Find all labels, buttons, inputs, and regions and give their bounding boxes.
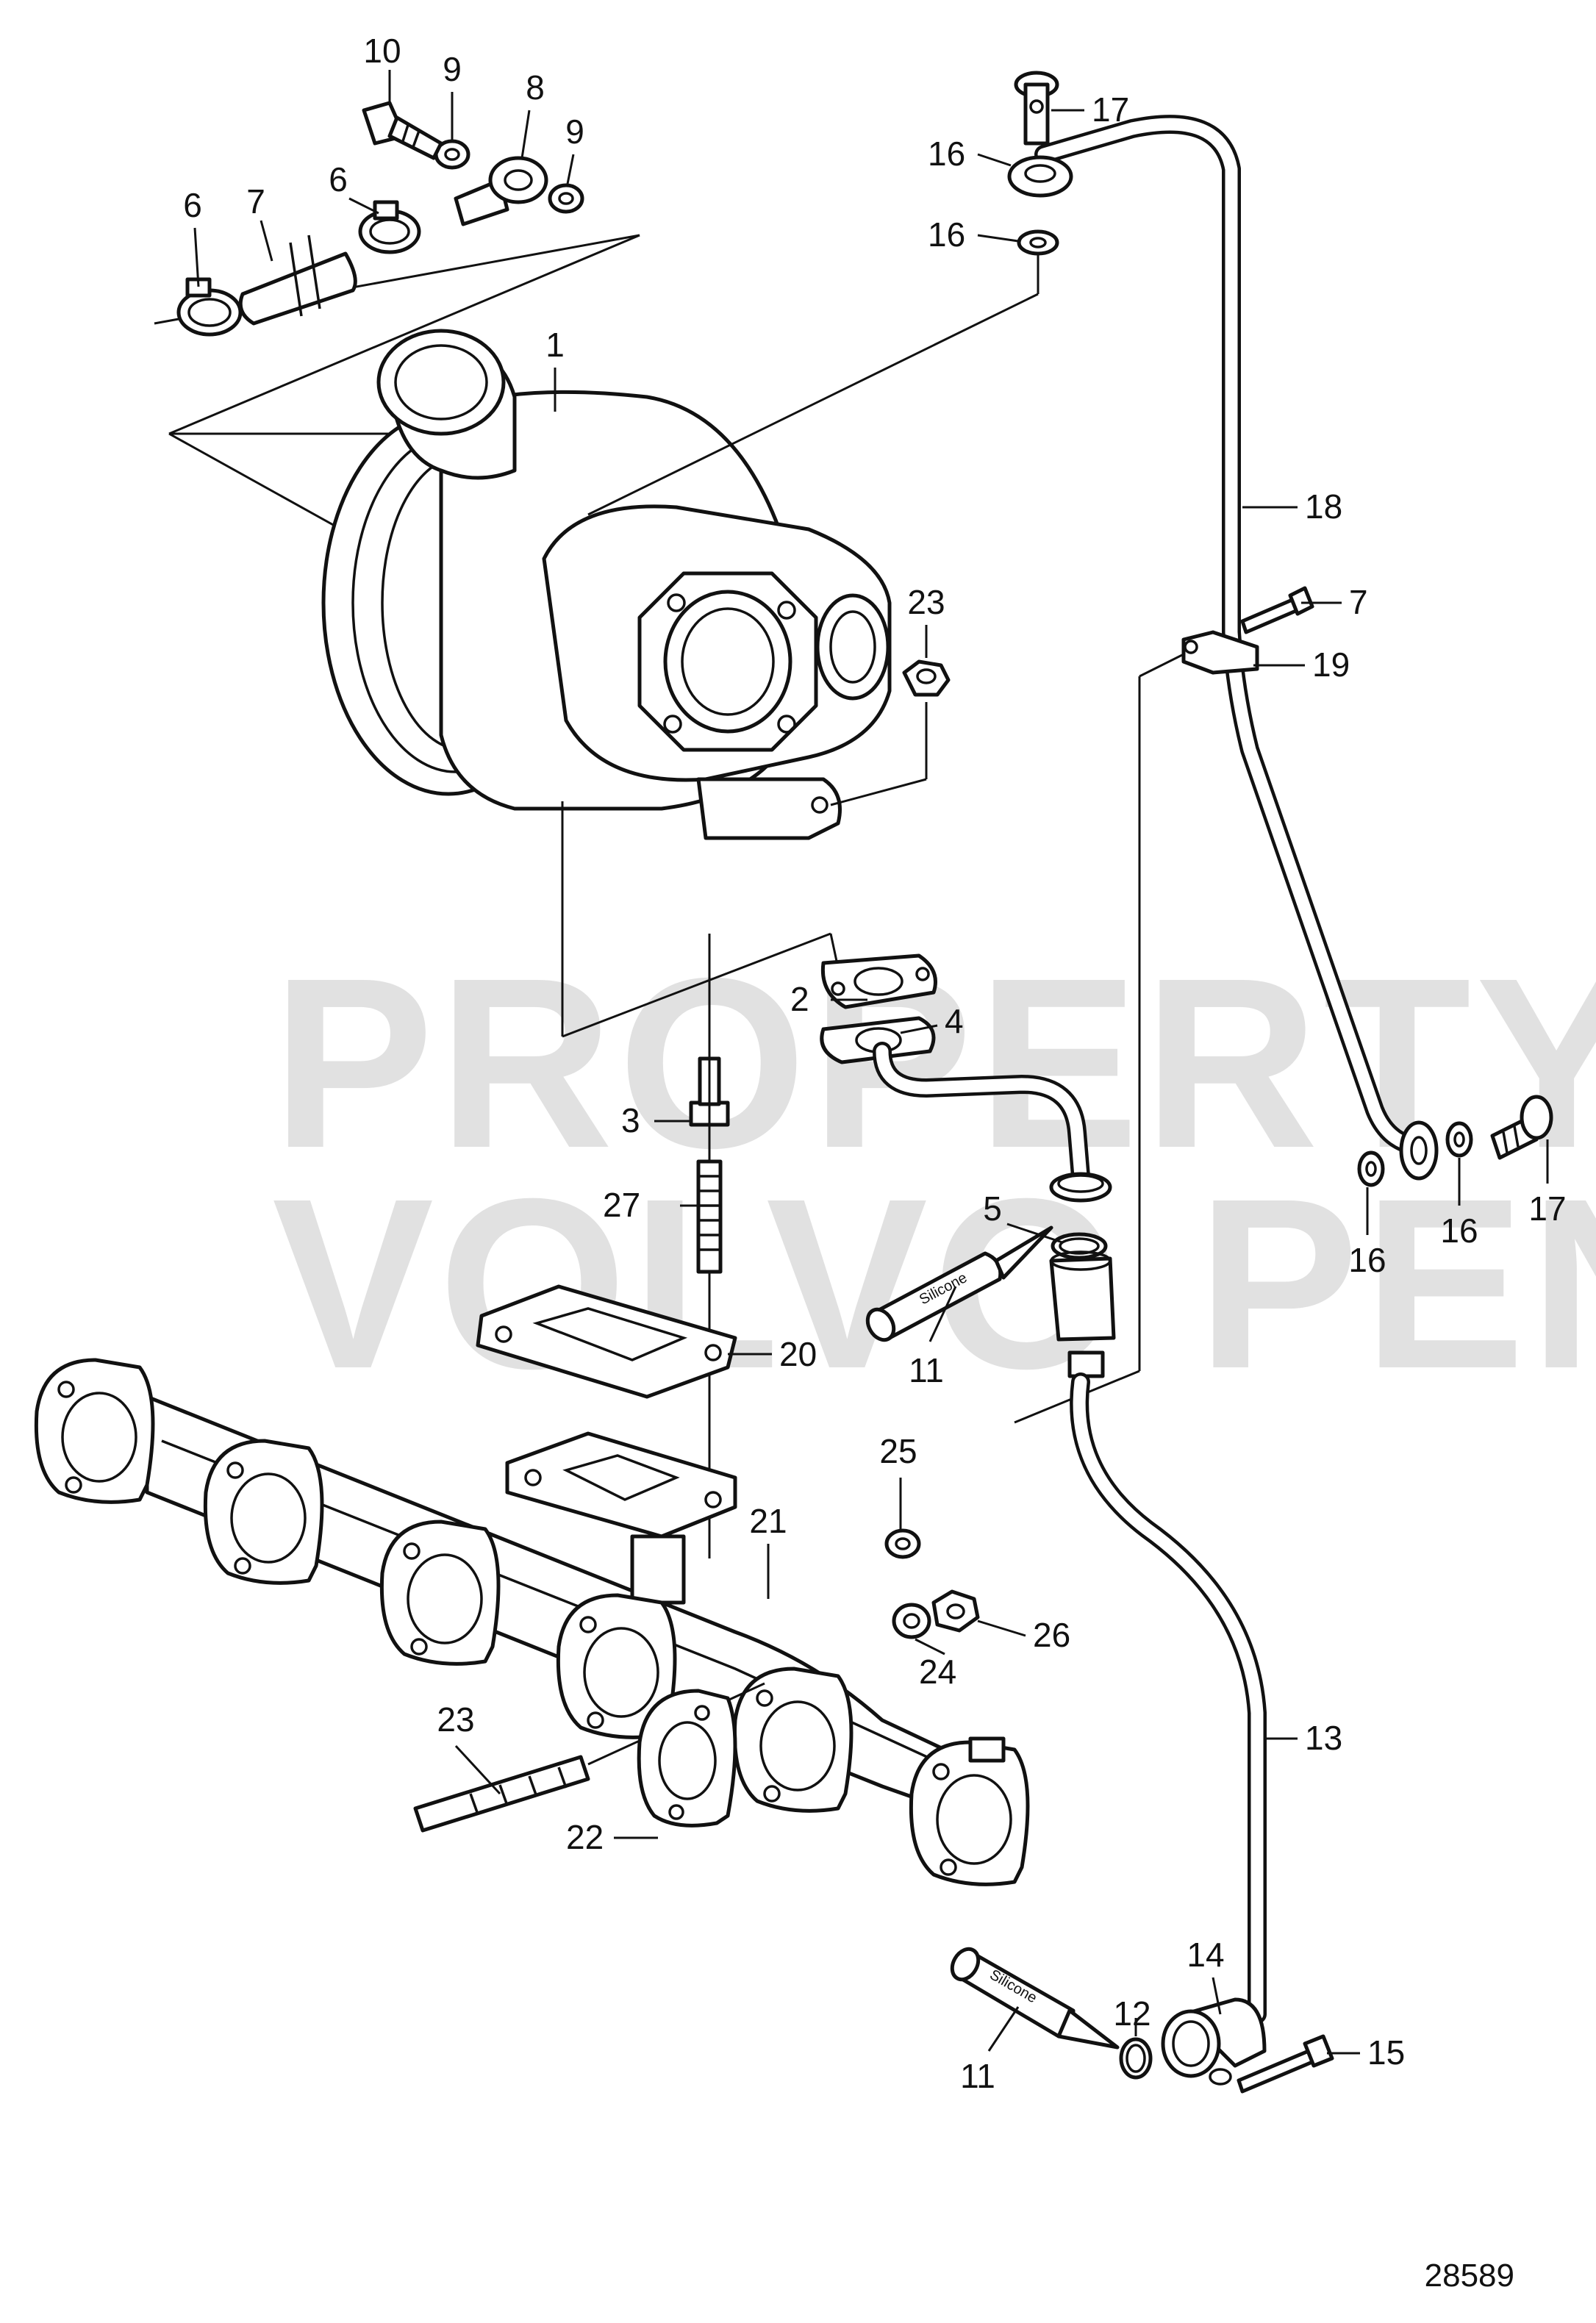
callout-1: 1 xyxy=(545,326,565,364)
banjo-bolt-17-bottom xyxy=(1490,1095,1553,1160)
callout-8: 8 xyxy=(526,68,545,107)
callout-15: 15 xyxy=(1367,2033,1405,2072)
figure-number: 28589 xyxy=(1425,2258,1514,2294)
washer-16-top xyxy=(1017,229,1059,256)
callout-labels: 10 9 8 9 7 6 6 1 17 16 16 18 7 19 23 2 4… xyxy=(183,32,1566,2095)
callout-17-a: 17 xyxy=(1092,90,1129,129)
bracket-line-hose xyxy=(168,234,640,435)
silicone-tube-11-lower: Silicone xyxy=(950,1947,1120,2050)
callout-23-a: 23 xyxy=(907,583,945,621)
callout-4: 4 xyxy=(945,1002,964,1040)
drain-pipe-4 xyxy=(820,1016,1112,1203)
callout-21: 21 xyxy=(749,1502,787,1540)
hose-7 xyxy=(238,235,357,326)
callout-9-b: 9 xyxy=(565,112,584,151)
gasket-20 xyxy=(476,1284,737,1399)
gasket-2 xyxy=(820,953,937,1009)
washer-16-bottom-left xyxy=(1357,1150,1385,1187)
stud-27 xyxy=(696,1159,723,1274)
gasket-22 xyxy=(637,1689,737,1828)
washer-25 xyxy=(884,1528,921,1559)
callout-9-a: 9 xyxy=(443,50,462,88)
callout-7-b: 7 xyxy=(1349,583,1368,621)
nut-23-upper xyxy=(830,659,951,806)
callout-24: 24 xyxy=(919,1653,956,1691)
washer-9-left xyxy=(434,139,470,170)
callout-18: 18 xyxy=(1305,487,1342,526)
leader-lines xyxy=(193,70,1549,2055)
manifold-port-flange-3 xyxy=(379,1520,501,1666)
watermark: PROPERTY OF VOLVO PENTA xyxy=(272,927,1596,1419)
hose-assembly xyxy=(154,101,640,435)
drain-hose-13 xyxy=(1049,1250,1267,2024)
banjo-fitting-16-top xyxy=(1007,155,1073,198)
manifold-port-flange-6 xyxy=(909,1736,1030,1886)
callout-11-a: 11 xyxy=(909,1351,944,1389)
stud-23-lower xyxy=(413,1755,590,1833)
silicone-tube-11-upper: Silicone xyxy=(865,1225,1053,1342)
banjo-bolt-17-top xyxy=(1014,71,1059,146)
washer-24 xyxy=(892,1603,931,1639)
callout-17-b: 17 xyxy=(1528,1189,1566,1228)
callout-16-c: 16 xyxy=(1348,1241,1386,1279)
callout-6-b: 6 xyxy=(329,160,348,198)
manifold-port-flange-5 xyxy=(732,1667,854,1813)
o-ring-12 xyxy=(1119,2037,1153,2080)
turbo-mounting-pad xyxy=(505,1431,737,1605)
banjo-bolt-10 xyxy=(362,101,443,160)
callout-19: 19 xyxy=(1312,645,1350,684)
turbine-mounting-foot xyxy=(696,777,842,840)
clamp-19 xyxy=(1181,630,1259,675)
callout-16-a: 16 xyxy=(928,135,965,173)
bolt-7-clamp xyxy=(1240,586,1314,634)
callout-10: 10 xyxy=(363,32,401,70)
callout-12: 12 xyxy=(1113,1994,1151,2033)
callout-20: 20 xyxy=(779,1335,817,1373)
callout-2: 2 xyxy=(790,980,809,1018)
callout-25: 25 xyxy=(879,1432,917,1470)
callout-16-d: 16 xyxy=(1440,1211,1478,1250)
callout-3: 3 xyxy=(621,1101,640,1139)
turbine-side-port xyxy=(815,593,890,701)
callout-26: 26 xyxy=(1033,1616,1070,1654)
banjo-fitting-8 xyxy=(454,156,548,226)
turbocharger xyxy=(168,329,892,840)
washer-9-right xyxy=(548,183,584,214)
fitting-14 xyxy=(1161,1997,1267,2086)
callout-23-b: 23 xyxy=(437,1700,474,1739)
washer-16-bottom-right xyxy=(1445,1121,1473,1158)
callout-14: 14 xyxy=(1187,1936,1224,1974)
callout-6-a: 6 xyxy=(183,186,202,224)
manifold-port-flange-1 xyxy=(34,1358,155,1504)
hose-clamp-left xyxy=(176,277,243,337)
compressor-inlet xyxy=(376,329,517,480)
turbine-outlet-flange xyxy=(637,571,818,752)
hose-clamp-right xyxy=(358,200,421,254)
callout-16-b: 16 xyxy=(928,215,965,254)
callout-22: 22 xyxy=(566,1818,604,1856)
callout-27: 27 xyxy=(603,1186,640,1224)
callout-11-b: 11 xyxy=(960,2057,995,2095)
banjo-fitting-16-bottom xyxy=(1399,1120,1439,1181)
callout-7-a: 7 xyxy=(246,182,265,221)
exhaust-manifold-21 xyxy=(34,1358,1030,1886)
callout-5: 5 xyxy=(983,1189,1002,1228)
callout-13: 13 xyxy=(1305,1719,1342,1757)
bolt-15 xyxy=(1237,2034,1334,2094)
nut-26 xyxy=(931,1589,980,1633)
manifold-port-flange-2 xyxy=(203,1439,324,1585)
